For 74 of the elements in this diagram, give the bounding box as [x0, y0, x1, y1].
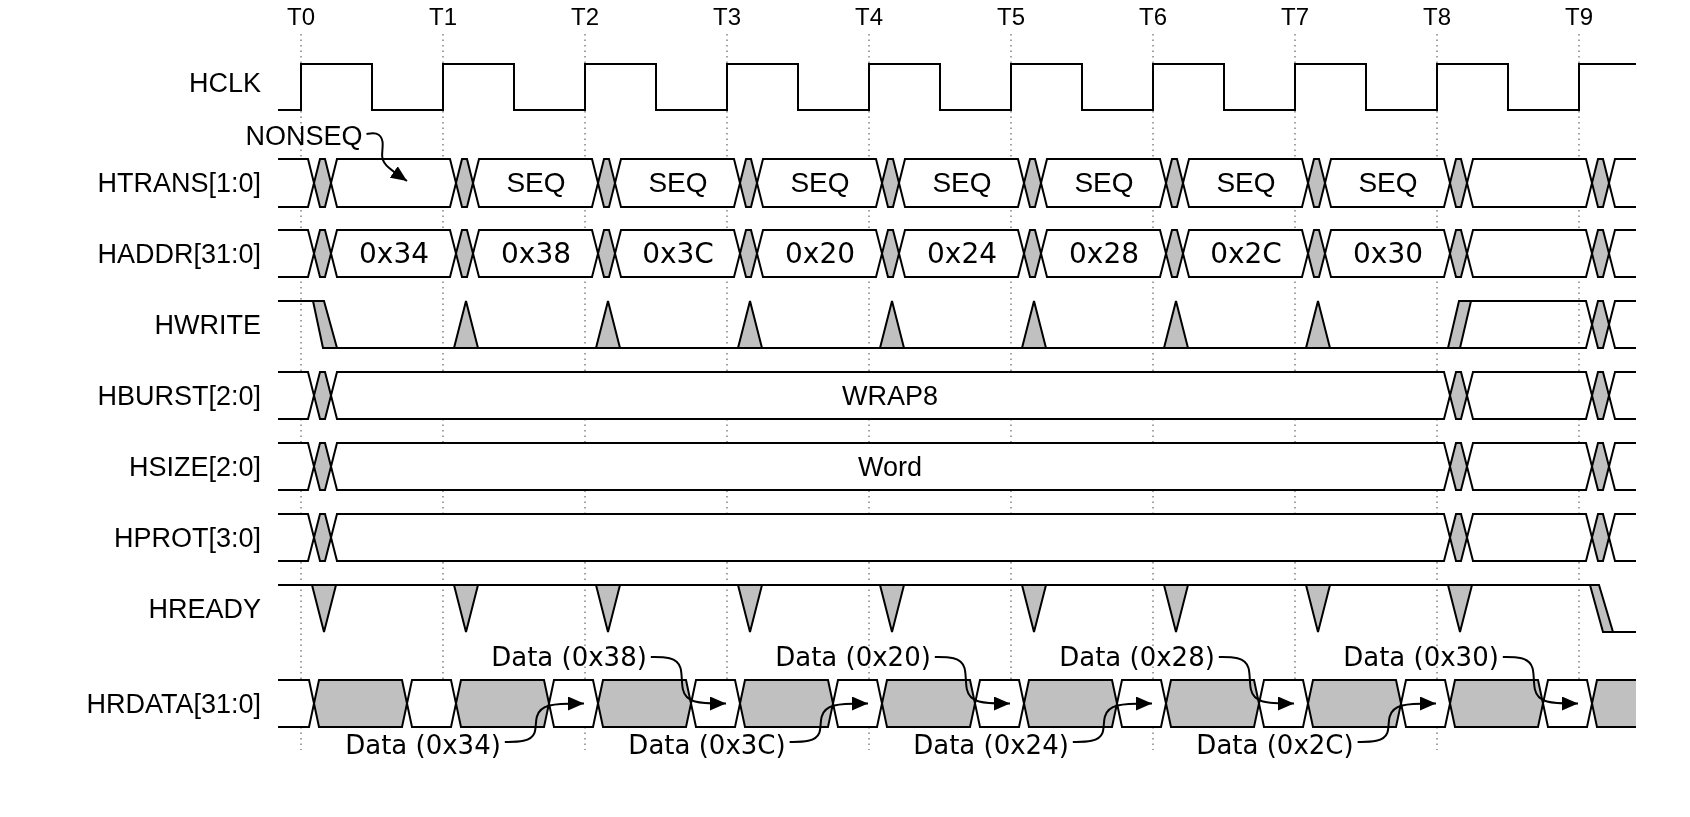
invalid-data-segment — [1166, 680, 1259, 727]
annotation-label: Data (0x28) — [1059, 644, 1215, 670]
invalid-data-segment — [1308, 680, 1401, 727]
invalid-data-segment — [740, 680, 833, 727]
leader-line — [1356, 696, 1437, 743]
annotation-label: Data (0x20) — [775, 644, 931, 670]
bus-value: 0x34 — [359, 239, 429, 268]
bus-value: SEQ — [1216, 169, 1276, 197]
data-segment — [691, 680, 740, 727]
leader-line — [649, 656, 727, 711]
leader-line — [503, 696, 585, 743]
annotation-label: Data (0x24) — [913, 732, 1069, 758]
data-segment — [1401, 680, 1450, 727]
leader-line — [1501, 656, 1579, 711]
data-segment — [975, 680, 1024, 727]
data-segment — [1259, 680, 1308, 727]
clock-edge-label: T0 — [287, 5, 315, 29]
bus-value: Word — [858, 453, 922, 480]
invalid-data-segment — [1024, 680, 1117, 727]
bus-value: SEQ — [1074, 169, 1134, 197]
annotation-label: Data (0x3C) — [628, 732, 786, 758]
invalid-data-segment — [456, 680, 549, 727]
signal-name: HSIZE[2:0] — [128, 453, 261, 480]
signal-name: HRDATA[31:0] — [86, 690, 261, 717]
signal-name: HBURST[2:0] — [97, 382, 261, 409]
invalid-data-segment — [314, 680, 407, 727]
bus-value: 0x30 — [1353, 239, 1423, 268]
bus-value: SEQ — [932, 169, 992, 197]
leader-line — [1071, 696, 1153, 743]
data-segment — [407, 680, 456, 727]
bus-value: SEQ — [648, 169, 708, 197]
clock-edge-label: T7 — [1281, 5, 1309, 29]
clock-edge-label: T1 — [429, 5, 457, 29]
data-segment — [549, 680, 598, 727]
invalid-data-segment — [882, 680, 975, 727]
bus-value: 0x38 — [501, 239, 571, 268]
leader-line — [365, 132, 408, 182]
invalid-data-segment — [1450, 680, 1543, 727]
data-segment — [1117, 680, 1166, 727]
signal-name: HADDR[31:0] — [97, 240, 261, 267]
bus-value: SEQ — [1358, 169, 1418, 197]
annotation-label: Data (0x2C) — [1196, 732, 1354, 758]
bus-value: 0x3C — [642, 239, 714, 268]
leader-line — [788, 696, 869, 743]
clock-edge-label: T9 — [1565, 5, 1593, 29]
clock-edge-label: T2 — [571, 5, 599, 29]
data-segment — [278, 680, 314, 727]
leader-line — [933, 656, 1011, 711]
annotation-label: Data (0x38) — [491, 644, 647, 670]
bus-value: SEQ — [790, 169, 850, 197]
clock-edge-label: T4 — [855, 5, 883, 29]
annotation-label: NONSEQ — [245, 122, 363, 150]
data-segment — [1543, 680, 1592, 727]
leader-line — [1217, 656, 1295, 711]
bus-value: WRAP8 — [842, 382, 938, 409]
annotation-label: Data (0x30) — [1343, 644, 1499, 670]
signal-name: HCLK — [188, 69, 261, 97]
signal-name: HTRANS[1:0] — [97, 169, 261, 197]
clock-edge-label: T8 — [1423, 5, 1451, 29]
data-segment — [833, 680, 882, 727]
bus-value: 0x20 — [785, 239, 855, 268]
bus-value: SEQ — [506, 169, 566, 197]
clock-edge-label: T5 — [997, 5, 1025, 29]
signal-name: HPROT[3:0] — [113, 524, 261, 551]
signal-name: HREADY — [148, 595, 261, 622]
annotation-label: Data (0x34) — [345, 732, 501, 758]
clock-edge-label: T6 — [1139, 5, 1167, 29]
invalid-data-segment — [598, 680, 691, 727]
bus-value: 0x28 — [1069, 239, 1139, 268]
bus-value: 0x24 — [927, 239, 997, 268]
signal-name: HWRITE — [154, 311, 261, 338]
clock-edge-label: T3 — [713, 5, 741, 29]
bus-value: 0x2C — [1210, 239, 1282, 268]
invalid-data-segment — [1592, 680, 1636, 727]
